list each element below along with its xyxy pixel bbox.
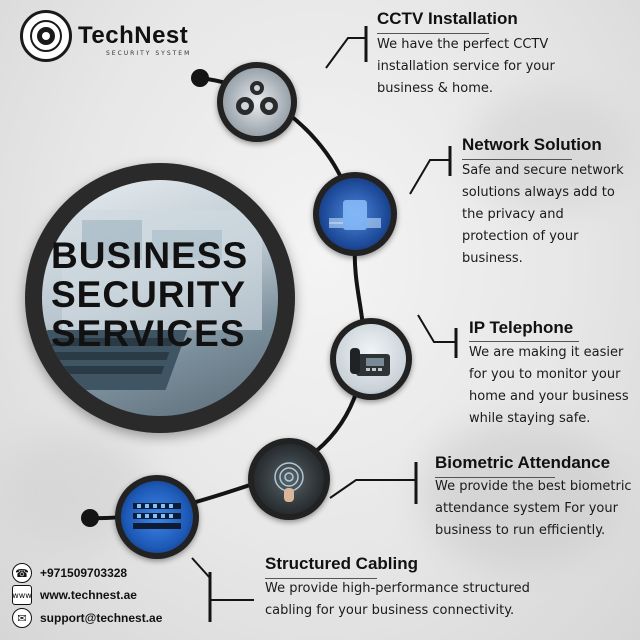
ip-telephone-node[interactable] <box>330 318 412 400</box>
background-blur-2 <box>420 420 620 570</box>
network-desc-line: protection of your <box>462 229 579 244</box>
cctv-title: CCTV Installation <box>377 9 518 28</box>
cabling-desc-line: We provide high-performance structured <box>265 581 530 596</box>
hero-title-line2: SECURITY <box>51 274 247 315</box>
hero-circle: BUSINESS SECURITY SERVICES <box>25 163 295 433</box>
ip-telephone-desc-line: We are making it easier <box>469 345 624 360</box>
biometric-title: Biometric Attendance <box>435 453 611 472</box>
cctv-rule <box>377 33 489 34</box>
cctv-desc-line: business & home. <box>377 81 494 96</box>
fingerprint-icon <box>254 444 324 514</box>
website-url: www.technest.ae <box>40 588 137 602</box>
ip-telephone-description: We are making it easier for you to monit… <box>469 342 629 430</box>
cabling-desc-line: cabling for your business connectivity. <box>265 603 515 618</box>
ip-telephone-desc-line: while staying safe. <box>469 411 591 426</box>
hero-laptop-image <box>42 180 278 416</box>
cabling-node[interactable] <box>115 475 199 559</box>
biometric-description: We provide the best biometric attendance… <box>435 476 632 542</box>
cctv-desc-line: installation service for your <box>377 59 555 74</box>
biometric-node[interactable] <box>248 438 330 520</box>
contact-phone[interactable]: ☎ +971509703328 <box>12 562 127 584</box>
network-title: Network Solution <box>462 135 602 154</box>
contact-website[interactable]: www www.technest.ae <box>12 584 137 606</box>
end-dot <box>81 509 99 527</box>
phone-number: +971509703328 <box>40 566 128 580</box>
phone-icon: ☎ <box>12 563 32 583</box>
mail-icon: ✉ <box>12 608 32 628</box>
cabling-title: Structured Cabling <box>265 554 419 573</box>
ip-telephone-desc-line: for you to monitor your <box>469 367 621 382</box>
cabling-rule <box>265 578 377 579</box>
cctv-node[interactable] <box>217 62 297 142</box>
email-address: support@technest.ae <box>40 611 163 625</box>
start-dot <box>191 69 209 87</box>
background-blur-1 <box>470 90 630 210</box>
brand-tagline: SECURITY SYSTEM <box>106 50 192 57</box>
telephone-icon <box>336 324 406 394</box>
hero-title: BUSINESS SECURITY SERVICES <box>51 236 281 353</box>
brand-name: TechNest <box>78 22 189 49</box>
network-desc-line: business. <box>462 251 523 266</box>
camera-logo-icon <box>20 10 72 62</box>
network-desc-line: the privacy and <box>462 207 564 222</box>
globe-icon: www <box>12 585 32 605</box>
cabling-description: We provide high-performance structured c… <box>265 578 530 622</box>
network-cables-icon <box>121 481 193 553</box>
ip-telephone-rule <box>469 341 579 342</box>
hero-title-line1: BUSINESS <box>51 235 249 276</box>
network-node[interactable] <box>313 172 397 256</box>
contact-email[interactable]: ✉ support@technest.ae <box>12 607 162 629</box>
cctv-desc-line: We have the perfect CCTV <box>377 37 549 52</box>
network-desc-line: solutions always add to <box>462 185 615 200</box>
cctv-description: We have the perfect CCTV installation se… <box>377 34 555 100</box>
biometric-desc-line: We provide the best biometric <box>435 479 632 494</box>
biometric-rule <box>435 477 555 478</box>
network-rule <box>462 159 572 160</box>
cctv-camera-icon <box>223 68 291 136</box>
ip-telephone-title: IP Telephone <box>469 318 574 337</box>
technest-logo[interactable]: TechNest SECURITY SYSTEM <box>20 10 220 62</box>
network-cloud-icon <box>319 178 391 250</box>
biometric-desc-line: business to run efficiently. <box>435 523 606 538</box>
network-description: Safe and secure network solutions always… <box>462 160 624 270</box>
hero-title-line3: SERVICES <box>51 313 246 354</box>
network-desc-line: Safe and secure network <box>462 163 624 178</box>
ip-telephone-desc-line: home and your business <box>469 389 629 404</box>
biometric-desc-line: attendance system For your <box>435 501 618 516</box>
